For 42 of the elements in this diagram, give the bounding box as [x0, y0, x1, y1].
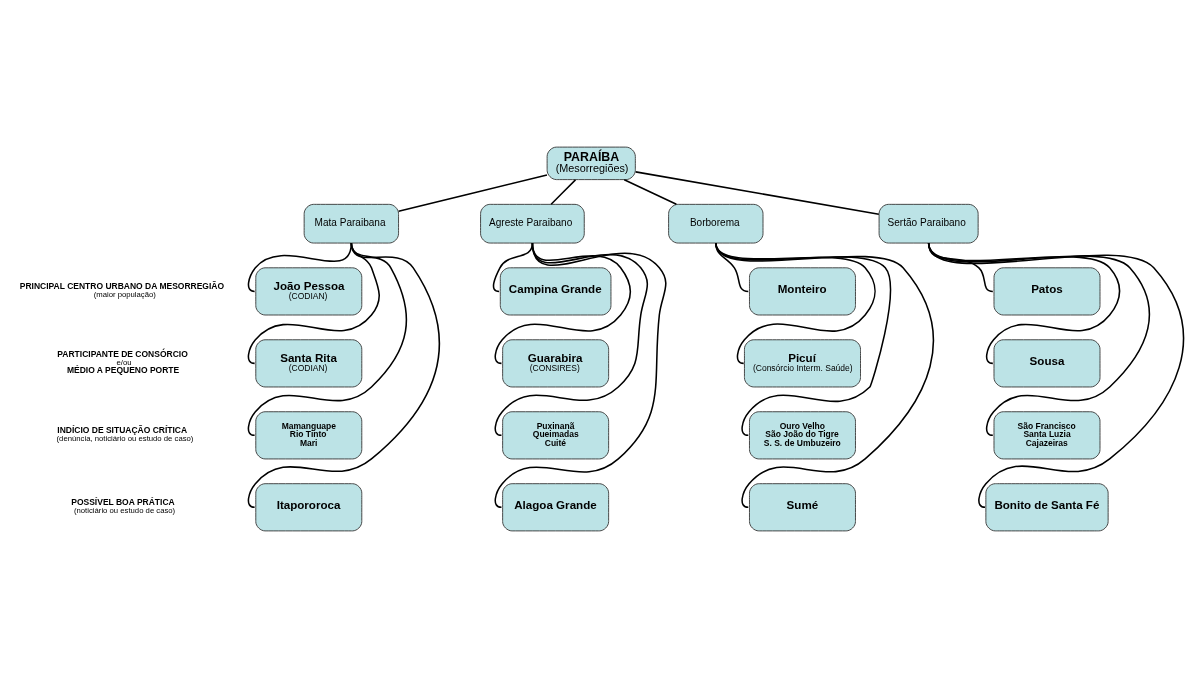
node-box: Borborema	[668, 203, 764, 243]
connector	[247, 241, 353, 292]
node-box: Monteiro	[749, 266, 856, 315]
label: (maior população)	[93, 289, 156, 299]
connector	[494, 241, 649, 436]
label: INDÍCIO DE SITUAÇÃO CRÍTICA	[57, 424, 188, 435]
label: POSSÍVEL BOA PRÁTICA	[71, 496, 175, 507]
node-box: Picuí (Consórcio Interm. Saúde)	[743, 338, 861, 387]
node-box: São Francisco Santa Luzia Cajazeiras	[993, 410, 1101, 459]
node-box: Mamanguape Rio Tinto Mari	[255, 410, 363, 459]
node-box: Bonito de Santa Fé	[985, 482, 1109, 531]
connector	[247, 241, 440, 508]
connector	[634, 170, 880, 215]
connector	[247, 241, 408, 436]
connector	[492, 241, 534, 292]
node-box: Alagoa Grande	[502, 482, 610, 531]
node-box: Guarabira (CONSIRES)	[502, 338, 610, 387]
node-box: Santa Rita (CODIAN)	[255, 338, 363, 387]
node-box: Mata Paraibana	[303, 203, 399, 243]
node-box: PARAÍBA (Mesorregiões)	[546, 146, 636, 180]
connector	[397, 173, 548, 212]
label: MÉDIO A PEQUENO PORTE	[66, 364, 180, 375]
label: (noticiário ou estudo de caso)	[73, 505, 176, 515]
label: e/ou	[116, 357, 132, 367]
node-box: Puxinanã Queimadas Cuité	[502, 410, 610, 459]
connector	[550, 178, 577, 205]
node-box: Ouro Velho São João do Tigre S. S. de Umbuzeiro	[749, 410, 856, 459]
label: PARTICIPANTE DE CONSÓRCIO	[57, 348, 188, 359]
node-box: Agreste Paraibano	[480, 203, 585, 243]
connector	[494, 241, 667, 508]
connector	[247, 241, 380, 364]
label: PRINCIPAL CENTRO URBANO DA MESORREGIÃO	[19, 280, 225, 291]
node-box: João Pessoa (CODIAN)	[255, 266, 363, 315]
node-box: Campina Grande	[499, 266, 612, 315]
connector	[623, 178, 678, 205]
node-box: Sousa	[993, 338, 1101, 387]
connector	[494, 241, 632, 364]
node-box: Patos	[993, 266, 1101, 315]
connector	[927, 241, 1185, 508]
node-box: Sertão Paraibano	[878, 203, 979, 243]
node-box: Sumé	[749, 482, 856, 531]
node-box: Itapororoca	[255, 482, 363, 531]
